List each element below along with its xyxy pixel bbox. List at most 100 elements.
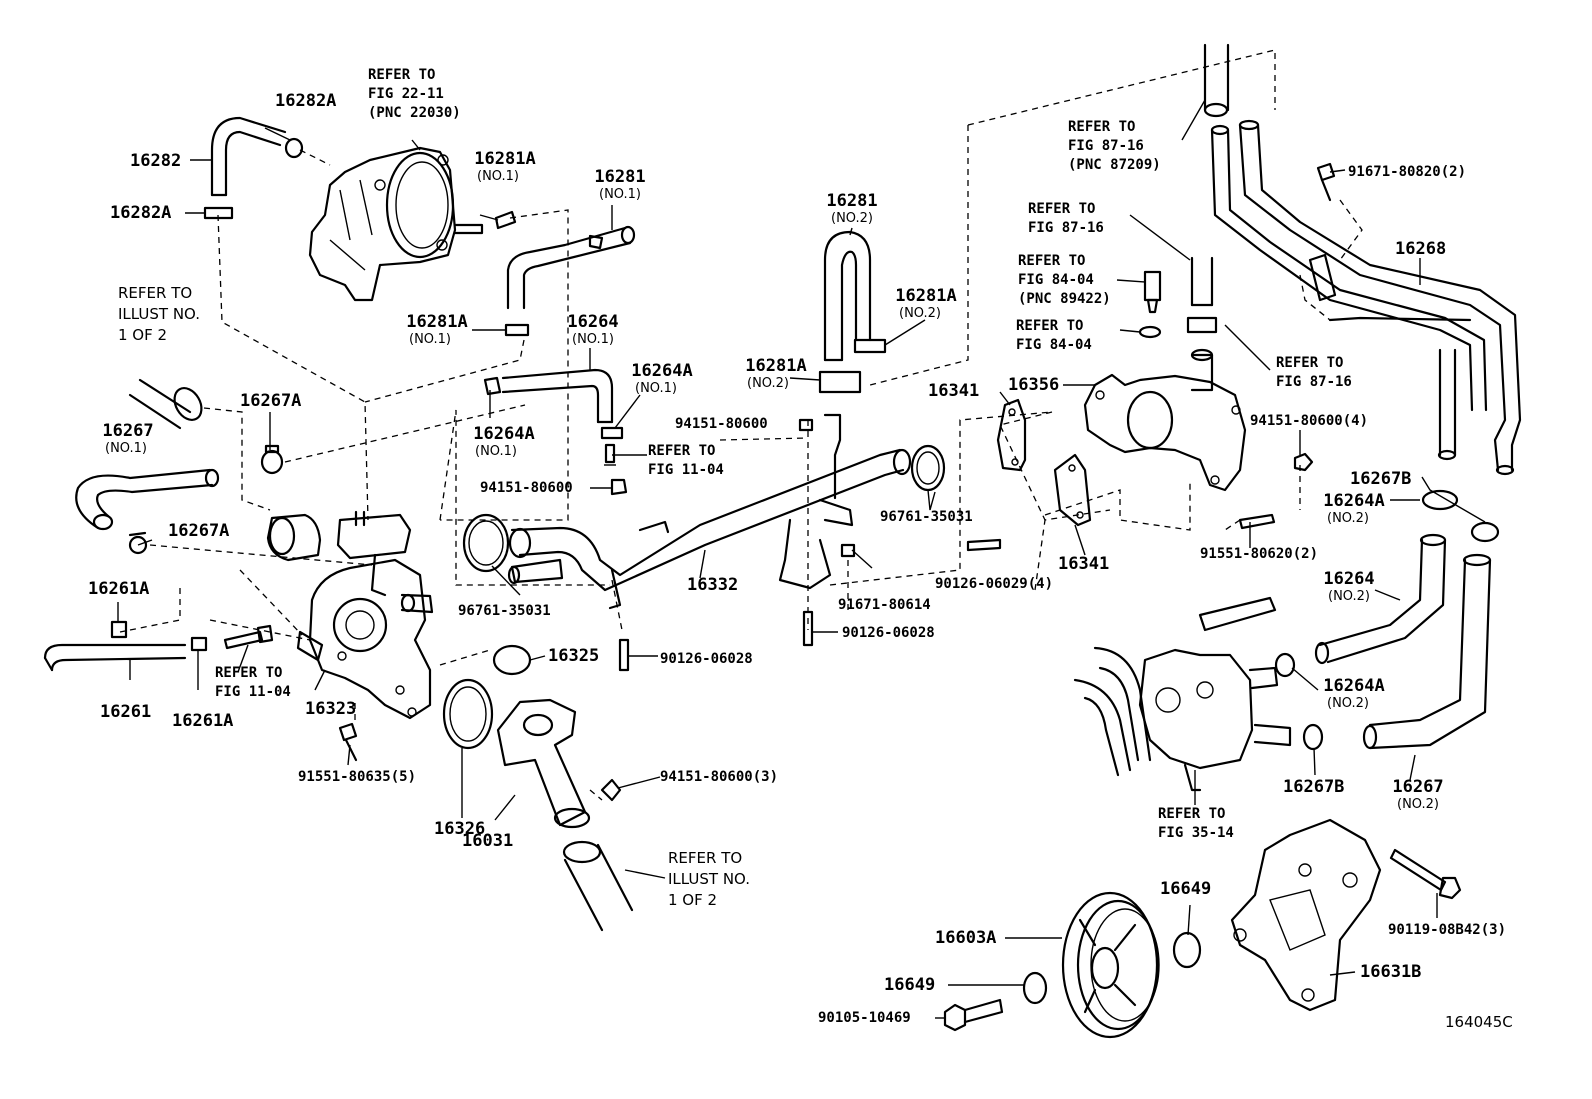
refer-pipe-87209 bbox=[1203, 43, 1230, 118]
hose-16281-no1 bbox=[494, 210, 636, 337]
figure-code: 164045C bbox=[1445, 1013, 1513, 1031]
bolt-90119-08B42 bbox=[1389, 848, 1462, 900]
o-ring-96761-left bbox=[462, 513, 510, 573]
hose-16264-no1 bbox=[483, 368, 624, 466]
callout-16356: 16356 bbox=[1008, 375, 1060, 395]
callout-16261: 16261 bbox=[100, 702, 152, 722]
callout-16326: 16326 bbox=[434, 819, 486, 839]
callout-16264-no2: 16264 bbox=[1323, 569, 1375, 589]
callout-90126-06029: 90126-06029(4) bbox=[935, 576, 1054, 592]
callout-16264A-no2-top: 16264A bbox=[1323, 491, 1385, 511]
refer-fig-11-04-b: REFER TO FIG 11-04 bbox=[215, 665, 291, 700]
callout-16282A-top: 16282A bbox=[275, 91, 337, 111]
washer-16649-right bbox=[1172, 931, 1202, 969]
gasket-16326 bbox=[442, 678, 494, 750]
callout-16281A-no1-mid-sub: (NO.1) bbox=[409, 332, 451, 347]
callout-16282: 16282 bbox=[130, 151, 182, 171]
callout-16264A-no2-top-sub: (NO.2) bbox=[1327, 511, 1369, 526]
callout-16281A-no2-right-sub: (NO.2) bbox=[899, 306, 941, 321]
refer-hose-87-16 bbox=[1186, 256, 1218, 334]
bolt-91551-80620 bbox=[1238, 513, 1276, 530]
gasket-16341 bbox=[996, 398, 1092, 527]
callout-16264A-no1-right-sub: (NO.1) bbox=[635, 381, 677, 396]
water-pump bbox=[1073, 596, 1292, 792]
pulley-16603A bbox=[1061, 891, 1160, 1039]
callout-16323: 16323 bbox=[305, 699, 357, 719]
callout-90126-06028-a: 90126-06028 bbox=[660, 651, 753, 667]
callout-16261A-bottom: 16261A bbox=[172, 711, 234, 731]
water-outlet-16356 bbox=[1083, 348, 1247, 492]
hose-16267-no2 bbox=[1362, 553, 1492, 750]
refer-fig-87-16-b: REFER TO FIG 87-16 bbox=[1276, 355, 1352, 390]
callout-16267A-top: 16267A bbox=[240, 391, 302, 411]
clamps-right-lower bbox=[1274, 652, 1324, 751]
callout-16267A-mid: 16267A bbox=[168, 521, 230, 541]
callout-16341-top: 16341 bbox=[928, 381, 980, 401]
stud-90126-06028 bbox=[618, 610, 814, 672]
callout-96761-35031-left: 96761-35031 bbox=[458, 603, 551, 619]
leader-lines bbox=[117, 99, 1486, 1019]
callout-90126-06028-b: 90126-06028 bbox=[842, 625, 935, 641]
callout-91671-80614: 91671-80614 bbox=[838, 597, 931, 613]
callout-16341-bottom: 16341 bbox=[1058, 554, 1110, 574]
refer-fig-84-04: REFER TO FIG 84-04 bbox=[1016, 318, 1092, 353]
stud-90126-06029 bbox=[966, 538, 1002, 552]
bolt-refer-11-04 bbox=[223, 624, 274, 650]
callout-96761-35031-right: 96761-35031 bbox=[880, 509, 973, 525]
water-inlet-16031 bbox=[496, 698, 622, 829]
hose-16267-no1 bbox=[75, 468, 220, 555]
bracket-16631B bbox=[1230, 818, 1382, 1012]
o-ring-16325 bbox=[492, 644, 532, 676]
callout-16267-no1: 16267 bbox=[102, 421, 154, 441]
callout-90119-08B42: 90119-08B42(3) bbox=[1388, 922, 1507, 938]
refer-fig-22-11: REFER TO FIG 22-11 (PNC 22030) bbox=[368, 67, 461, 121]
refer-illust-bottom: REFER TO ILLUST NO. 1 OF 2 bbox=[668, 849, 751, 909]
refer-fig-87-16-pnc: REFER TO FIG 87-16 (PNC 87209) bbox=[1068, 119, 1161, 173]
callout-16264A-no1-left-sub: (NO.1) bbox=[475, 444, 517, 459]
callout-16264-no2-sub: (NO.2) bbox=[1328, 589, 1370, 604]
callout-16267B-top: 16267B bbox=[1350, 469, 1412, 489]
bolt-91671-80820 bbox=[1316, 162, 1336, 202]
inlet-hose-left bbox=[128, 378, 203, 430]
callout-16268: 16268 bbox=[1395, 239, 1447, 259]
callout-16631B: 16631B bbox=[1360, 962, 1422, 982]
callout-16282A-bottom: 16282A bbox=[110, 203, 172, 223]
hose-16281-no2 bbox=[818, 230, 887, 394]
callout-16281-no1-sub: (NO.1) bbox=[599, 187, 641, 202]
callout-16267-no2: 16267 bbox=[1392, 777, 1444, 797]
bolt-90105-10469 bbox=[943, 998, 1004, 1032]
water-pipe-16268 bbox=[1210, 119, 1522, 476]
callout-16281-no2-sub: (NO.2) bbox=[831, 211, 873, 226]
washer-16649-left bbox=[1022, 971, 1048, 1005]
callout-16281-no1: 16281 bbox=[594, 167, 646, 187]
callout-16264A-no1-right: 16264A bbox=[631, 361, 693, 381]
callout-16649-right: 16649 bbox=[1160, 879, 1212, 899]
nut-94151-80600-4 bbox=[1293, 452, 1314, 472]
clamp-16267A-top bbox=[260, 444, 284, 475]
callout-16267-no2-sub: (NO.2) bbox=[1397, 797, 1439, 812]
callout-91551-80620: 91551-80620(2) bbox=[1200, 546, 1319, 562]
inlet-hose-bottom bbox=[562, 840, 634, 932]
refer-fig-11-04-a: REFER TO FIG 11-04 bbox=[648, 443, 724, 478]
refer-fig-87-16-a: REFER TO FIG 87-16 bbox=[1028, 201, 1104, 236]
callout-16031: 16031 bbox=[462, 831, 514, 851]
bolt-91551-80635 bbox=[338, 722, 358, 762]
water-outlet-16323 bbox=[266, 510, 434, 720]
assembly-guide-lines bbox=[119, 49, 1363, 801]
clamps-right-upper bbox=[1421, 489, 1500, 543]
callout-16264-no1-sub: (NO.1) bbox=[572, 332, 614, 347]
refer-illust-left: REFER TO ILLUST NO. 1 OF 2 bbox=[118, 284, 201, 344]
callout-90105-10469: 90105-10469 bbox=[818, 1010, 911, 1026]
callout-16649-left: 16649 bbox=[884, 975, 936, 995]
callout-16281A-no1-top-sub: (NO.1) bbox=[477, 169, 519, 184]
callout-16281A-no2-right: 16281A bbox=[895, 286, 957, 306]
callout-94151-80600-a: 94151-80600 bbox=[675, 416, 768, 432]
callout-16261A-top: 16261A bbox=[88, 579, 150, 599]
callout-94151-80600-b: 94151-80600 bbox=[480, 480, 573, 496]
callout-94151-80600-4: 94151-80600(4) bbox=[1250, 413, 1369, 429]
hose-16282 bbox=[203, 116, 304, 220]
pipe-bracket bbox=[778, 413, 856, 590]
callout-16281A-no1-top: 16281A bbox=[474, 149, 536, 169]
